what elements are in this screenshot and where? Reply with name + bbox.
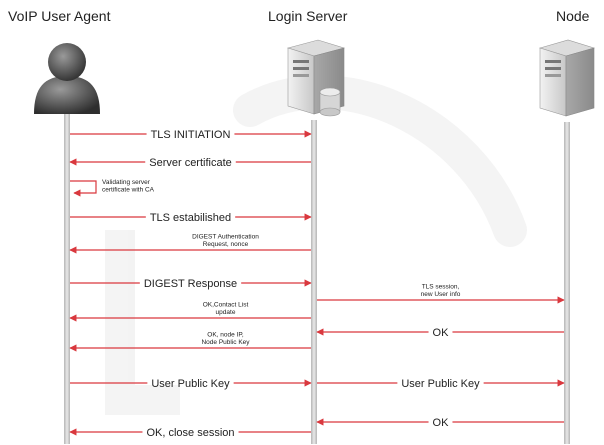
- lifeline-node: [564, 122, 570, 444]
- message-label: OK: [433, 327, 450, 339]
- server-with-database-icon: [286, 39, 346, 117]
- participant-label-node: Node: [556, 8, 590, 24]
- message-ok-node-to-server: OK: [316, 327, 564, 339]
- person-icon: [34, 43, 100, 114]
- message-server-certificate: Server certificate: [69, 157, 311, 169]
- message-tls-established: TLS estabilished: [70, 212, 312, 224]
- messages: TLS INITIATION Server certificateValidati…: [69, 129, 565, 439]
- message-user-public-key-2: User Public Key: [317, 378, 565, 390]
- participant-label-login-server: Login Server: [268, 8, 348, 24]
- message-label: OK, node IP,Node Public Key: [201, 332, 250, 347]
- message-label: Server certificate: [149, 157, 232, 169]
- message-label: DIGEST Response: [144, 278, 237, 290]
- message-label: OK, close session: [146, 427, 234, 439]
- message-tls-initiation: TLS INITIATION: [70, 129, 312, 141]
- message-tls-session-user-info: TLS session,new User info: [317, 284, 565, 304]
- message-ok-close-session: OK, close session: [69, 427, 311, 439]
- database-cylinder-icon: [319, 87, 341, 117]
- message-label: User Public Key: [401, 378, 480, 390]
- lifeline-login-server: [311, 120, 317, 444]
- self-message-arrow: [70, 180, 97, 197]
- participant-label-user-agent: VoIP User Agent: [8, 8, 111, 24]
- message-user-public-key-1: User Public Key: [70, 378, 312, 390]
- message-digest-response: DIGEST Response: [70, 278, 312, 290]
- message-ok-node-ip: OK, node IP,Node Public Key: [69, 332, 311, 352]
- message-label: TLS session,new User info: [421, 284, 461, 299]
- message-label: TLS INITIATION: [151, 129, 231, 141]
- message-label: OK: [433, 417, 450, 429]
- message-label: TLS estabilished: [150, 212, 231, 224]
- message-ok-node-to-server-2: OK: [316, 417, 564, 429]
- server-icon: [538, 39, 596, 117]
- message-label: User Public Key: [151, 378, 230, 390]
- lifeline-user-agent: [64, 112, 70, 444]
